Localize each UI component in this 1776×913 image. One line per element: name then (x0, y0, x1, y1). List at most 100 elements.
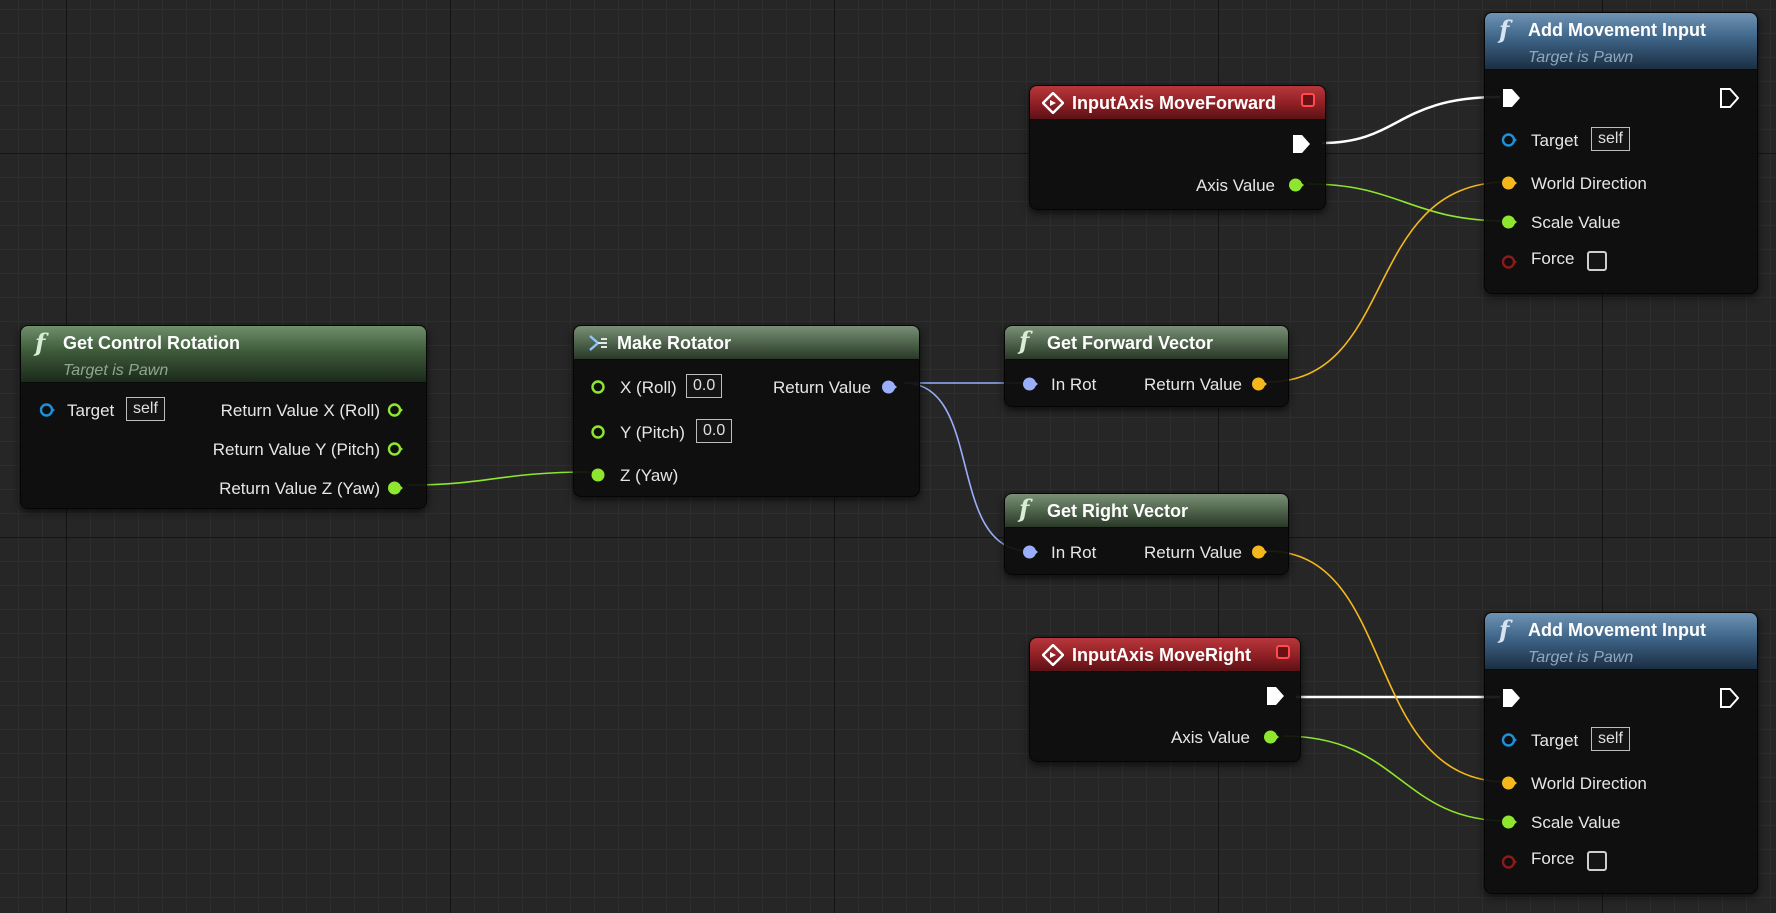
node-subtitle: Target is Pawn (1528, 49, 1634, 66)
pin-label-axis-value: Axis Value (1170, 728, 1250, 747)
node-title: InputAxis MoveForward (1072, 93, 1277, 113)
node-get-right-vector[interactable]: f Get Right Vector In Rot Return Value (1004, 493, 1289, 575)
pin-label-in-rot: In Rot (1051, 375, 1097, 394)
float-pin-icon[interactable] (387, 441, 403, 457)
function-f-icon: f (1019, 494, 1030, 523)
y-pitch-value[interactable]: 0.0 (696, 419, 733, 443)
float-pin-icon[interactable] (590, 467, 606, 483)
function-f-icon: f (35, 328, 46, 357)
bool-pin-icon[interactable] (1501, 854, 1517, 870)
target-default-value[interactable]: self (126, 397, 165, 421)
wire-float-yaw (407, 471, 591, 486)
force-checkbox[interactable] (1587, 851, 1607, 871)
pin-label-return-value: Return Value (1144, 375, 1242, 394)
pin-label-return-y: Return Value Y (Pitch) (212, 440, 380, 459)
node-inputaxis-moveforward[interactable]: InputAxis MoveForward Axis Value (1029, 85, 1326, 210)
node-make-rotator[interactable]: Make Rotator X (Roll) 0.0 Return Value Y… (573, 325, 920, 497)
vector-pin-icon[interactable] (1501, 175, 1517, 191)
pin-label-world-direction: World Direction (1531, 774, 1647, 793)
pin-label-y-pitch: Y (Pitch) (620, 423, 685, 442)
node-inputaxis-moveright[interactable]: InputAxis MoveRight Axis Value (1029, 637, 1301, 762)
pin-label-axis-value: Axis Value (1195, 176, 1275, 195)
pin-label-target: Target (1531, 131, 1579, 150)
wire-float-axis-forward (1307, 183, 1509, 222)
float-pin-icon[interactable] (387, 402, 403, 418)
object-pin-icon[interactable] (1501, 132, 1517, 148)
event-diamond-icon (1042, 92, 1064, 114)
wire-vector-right (1266, 550, 1509, 783)
node-title: Add Movement Input (1528, 620, 1706, 640)
pin-label-target: Target (67, 401, 115, 420)
vector-pin-icon[interactable] (1251, 376, 1267, 392)
node-title: Get Right Vector (1047, 501, 1189, 521)
node-get-control-rotation[interactable]: f Get Control Rotation Target is Pawn Ta… (20, 325, 427, 509)
float-pin-icon[interactable] (1288, 177, 1304, 193)
node-header: InputAxis MoveForward (1030, 86, 1325, 120)
node-header: f Get Forward Vector (1005, 326, 1288, 360)
function-f-icon: f (1499, 615, 1510, 644)
stop-icon[interactable] (1301, 93, 1315, 107)
node-header: Make Rotator (574, 326, 919, 360)
pin-label-in-rot: In Rot (1051, 543, 1097, 562)
node-header: f Get Right Vector (1005, 494, 1288, 528)
node-title: Add Movement Input (1528, 20, 1706, 40)
node-title: Make Rotator (617, 333, 732, 353)
pin-label-scale-value: Scale Value (1531, 213, 1621, 232)
node-header: f Add Movement Input Target is Pawn (1485, 613, 1757, 670)
vector-pin-icon[interactable] (1251, 544, 1267, 560)
rotator-pin-icon[interactable] (1022, 544, 1038, 560)
node-subtitle: Target is Pawn (1528, 649, 1634, 666)
vector-pin-icon[interactable] (1501, 775, 1517, 791)
pin-label-return-value: Return Value (773, 378, 871, 397)
node-header: InputAxis MoveRight (1030, 638, 1300, 672)
rotator-pin-icon[interactable] (1022, 376, 1038, 392)
float-pin-icon[interactable] (590, 379, 606, 395)
force-checkbox[interactable] (1587, 251, 1607, 271)
pin-label-return-z: Return Value Z (Yaw) (219, 479, 380, 498)
pin-label-z-yaw: Z (Yaw) (620, 466, 679, 485)
wire-vector-forward (1266, 181, 1509, 383)
function-f-icon: f (1499, 15, 1510, 44)
pin-label-target: Target (1531, 731, 1579, 750)
wire-float-axis-right (1282, 735, 1509, 822)
node-header: f Add Movement Input Target is Pawn (1485, 13, 1757, 70)
pin-label-return-value: Return Value (1144, 543, 1242, 562)
object-pin-icon[interactable] (39, 402, 55, 418)
exec-pin-icon[interactable] (1501, 87, 1521, 109)
target-default-value[interactable]: self (1591, 727, 1630, 751)
node-add-movement-input-bottom[interactable]: f Add Movement Input Target is Pawn Targ… (1484, 612, 1758, 894)
pin-label-world-direction: World Direction (1531, 174, 1647, 193)
object-pin-icon[interactable] (1501, 732, 1517, 748)
pin-label-x-roll: X (Roll) (620, 378, 677, 397)
pin-label-return-x: Return Value X (Roll) (220, 401, 380, 420)
rotator-pin-icon[interactable] (881, 379, 897, 395)
node-add-movement-input-top[interactable]: f Add Movement Input Target is Pawn Targ… (1484, 12, 1758, 294)
node-subtitle: Target is Pawn (63, 362, 169, 379)
pin-label-force: Force (1531, 849, 1575, 868)
function-f-icon: f (1019, 326, 1030, 355)
node-get-forward-vector[interactable]: f Get Forward Vector In Rot Return Value (1004, 325, 1289, 407)
stop-icon[interactable] (1276, 645, 1290, 659)
float-pin-icon[interactable] (1263, 729, 1279, 745)
float-pin-icon[interactable] (590, 424, 606, 440)
node-title: Get Control Rotation (63, 333, 240, 353)
exec-out-pin-icon[interactable] (1719, 87, 1739, 109)
float-pin-icon[interactable] (387, 480, 403, 496)
exec-pin-icon[interactable] (1291, 133, 1311, 155)
node-header: f Get Control Rotation Target is Pawn (21, 326, 426, 383)
target-default-value[interactable]: self (1591, 127, 1630, 151)
pin-label-scale-value: Scale Value (1531, 813, 1621, 832)
event-diamond-icon (1042, 644, 1064, 666)
make-struct-icon (589, 335, 607, 351)
exec-pin-icon[interactable] (1265, 685, 1285, 707)
exec-pin-icon[interactable] (1501, 687, 1521, 709)
float-pin-icon[interactable] (1501, 214, 1517, 230)
x-roll-value[interactable]: 0.0 (686, 374, 723, 398)
wire-exec-forward (1321, 95, 1501, 145)
exec-out-pin-icon[interactable] (1719, 687, 1739, 709)
pin-label-force: Force (1531, 249, 1575, 268)
node-title: Get Forward Vector (1047, 333, 1214, 353)
node-title: InputAxis MoveRight (1072, 645, 1251, 665)
float-pin-icon[interactable] (1501, 814, 1517, 830)
bool-pin-icon[interactable] (1501, 254, 1517, 270)
